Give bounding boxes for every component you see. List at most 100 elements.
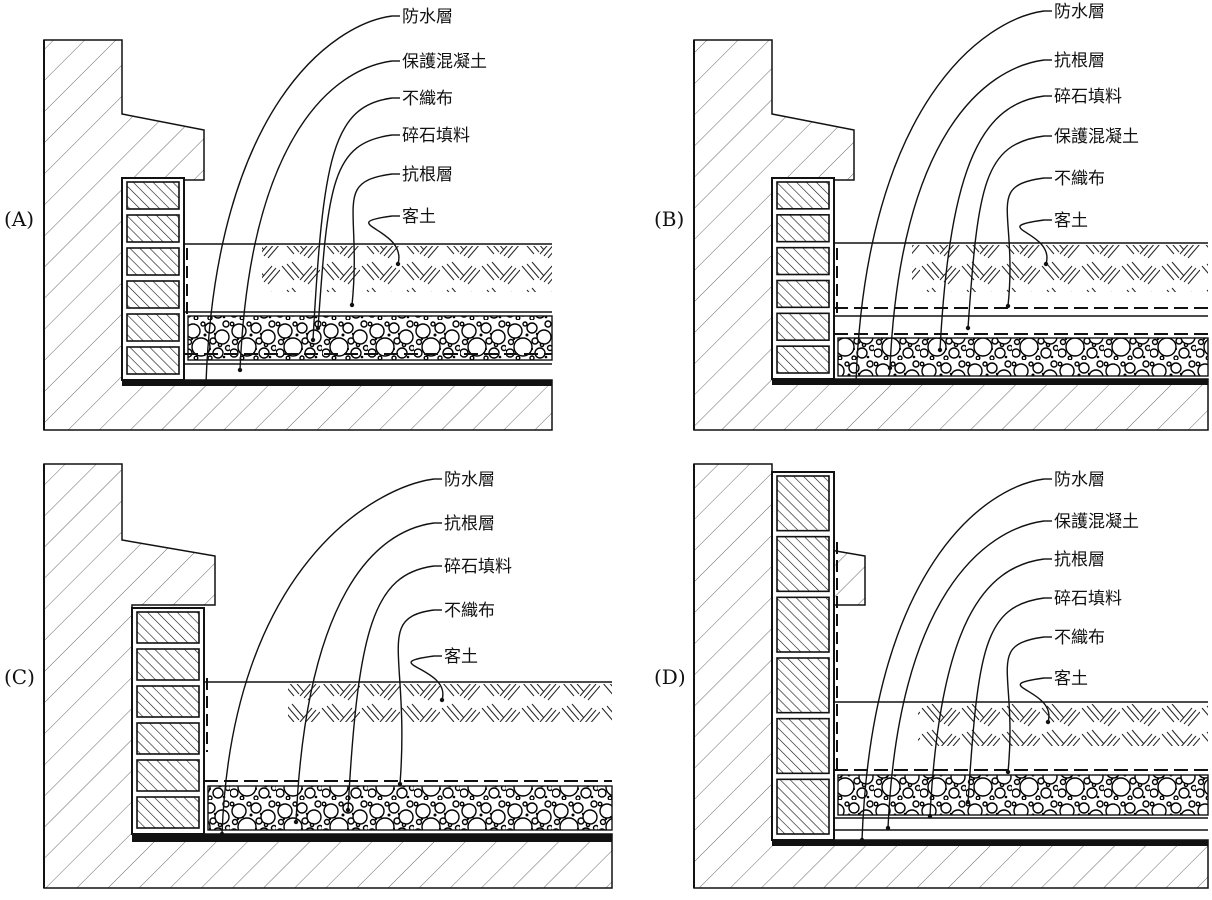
waterproof-slab-line [132,834,612,842]
callout-label: 抗根層 [444,514,495,534]
brick [776,475,830,532]
brick [136,611,200,644]
callout-dot [349,302,355,308]
callout-label: 不織布 [1054,628,1105,648]
callout-leader [317,134,393,329]
callout-leader [855,10,1045,383]
callout-dot [859,837,865,843]
callout-label: 防水層 [1054,2,1105,22]
brick [126,313,180,342]
waterproof-slab-line [772,379,1208,385]
callout-dot [1043,261,1049,267]
callout-leader [939,95,1045,351]
callout-label: 抗根層 [1054,550,1105,570]
callout-dot [203,380,209,386]
callout-dot [965,325,971,331]
callout-leader [1019,219,1048,265]
soil-hatch [262,246,552,292]
callout-label: 客土 [1054,669,1088,689]
callout-leader [221,478,435,835]
callout-label: 保護混凝土 [1054,127,1139,147]
callout-leader [205,15,393,384]
callout-label: 保護混凝土 [402,52,487,72]
callout-leader [367,215,400,265]
callout-dot [853,379,859,385]
brick [776,778,830,835]
brick [776,246,830,276]
callout-leader [312,97,393,341]
brick [136,648,200,681]
callout-leader [239,60,393,371]
callout-label: 不織布 [402,89,453,109]
callout-leader [295,522,435,823]
callout-label: 客土 [402,207,436,227]
callout-label: 不織布 [444,601,495,621]
callout-label: 防水層 [1054,470,1105,490]
gravel-layer [187,315,553,361]
brick [776,535,830,593]
gravel-layer [837,337,1209,377]
brick [776,214,830,243]
callout-leader [861,478,1045,841]
brick [126,214,180,243]
callout-dot [395,261,401,267]
brick [776,596,830,653]
callout-label: 抗根層 [1054,51,1105,71]
panel-label: (A) [4,207,34,231]
waterproof-slab-line [122,380,552,386]
brick [136,796,200,829]
callout-label: 客土 [1054,211,1088,231]
callout-dot [310,337,316,343]
soil-hatch [912,245,1208,292]
callout-leader [889,59,1045,369]
callout-dot [315,325,321,331]
panel-label: (D) [654,665,686,689]
gravel-layer [207,785,613,831]
concrete-structure [43,463,613,889]
panel-label: (C) [4,665,35,689]
callout-leader [351,173,393,306]
brick [776,279,830,309]
callout-label: 碎石填料 [1054,589,1122,609]
callout-leader [1006,177,1045,307]
callout-dot [965,799,971,805]
callout-dot [293,819,299,825]
gravel-layer [837,774,1209,816]
waterproof-slab-line [772,840,1208,846]
brick [776,717,830,775]
callout-dot [937,347,943,353]
callout-leader [887,520,1045,829]
brick [126,247,180,276]
callout-leader [410,655,444,701]
brick [776,312,830,341]
panel-label: (B) [654,207,684,231]
callout-label: 防水層 [444,470,495,490]
callout-label: 防水層 [402,7,453,27]
callout-dot [439,697,445,703]
brick [776,657,830,714]
brick [776,345,830,374]
brick [136,759,200,792]
brick [126,181,180,210]
callout-leader [967,135,1045,329]
soil-hatch [918,704,1208,746]
brick [126,346,180,375]
callout-leader [1019,677,1050,723]
callout-label: 碎石填料 [402,126,470,146]
callout-label: 碎石填料 [444,557,512,577]
brick [126,280,180,309]
concrete-structure [43,39,553,431]
callout-dot [1005,769,1011,775]
callout-label: 客土 [444,647,478,667]
callout-dot [219,831,225,837]
callout-leader [347,565,435,811]
callout-leader [397,609,435,785]
callout-label: 碎石填料 [1054,87,1122,107]
brick [136,722,200,755]
callout-label: 不織布 [1054,169,1105,189]
